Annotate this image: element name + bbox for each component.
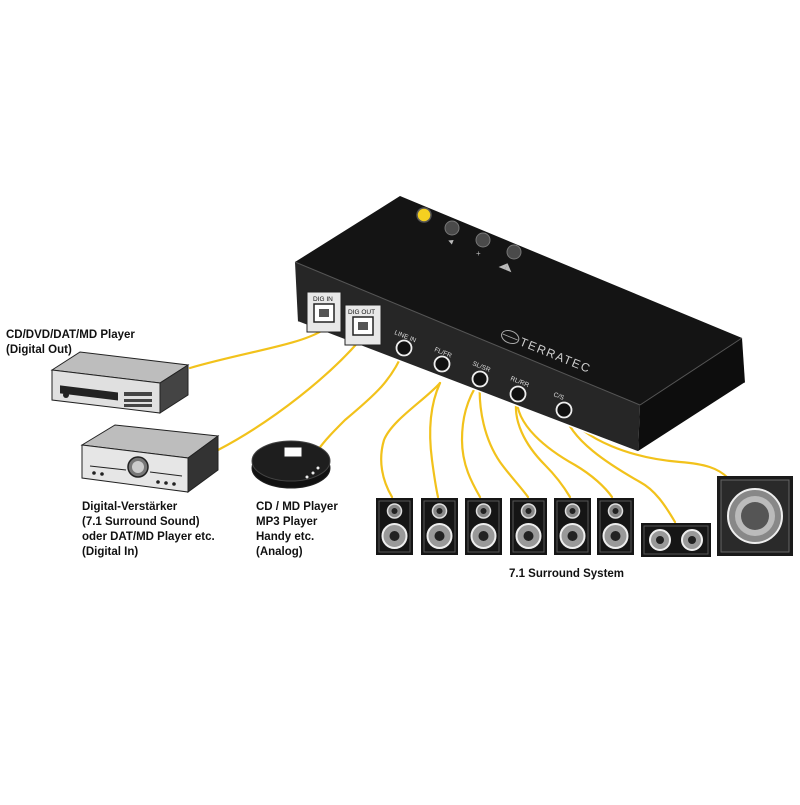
subwoofer [717, 476, 793, 556]
speaker-1 [376, 498, 413, 555]
cd-player-label-line-2: (Digital Out) [6, 344, 72, 356]
cable-sl-2 [478, 378, 530, 499]
speaker-3 [465, 498, 502, 555]
cable-fl-2 [428, 381, 442, 499]
dig-out-port: DIG OUT [344, 304, 382, 346]
amplifier-label-line-3: oder DAT/MD Player etc. [82, 531, 215, 543]
cable-rl-2 [515, 395, 614, 499]
portable-player-illustration [251, 440, 331, 489]
cable-rl-1 [514, 395, 572, 499]
top-button-1 [444, 220, 460, 236]
dig-in-port: DIG IN [306, 291, 342, 333]
portable-label-line-4: (Analog) [256, 546, 303, 558]
speakers [376, 476, 793, 557]
rl-rr-jack: RL/RR [509, 375, 530, 403]
power-led [416, 207, 432, 223]
svg-text:◢◣: ◢◣ [498, 259, 515, 273]
cable-line-in-to-portable [316, 348, 406, 452]
portable-label-line-3: Handy etc. [256, 531, 315, 543]
speaker-5 [554, 498, 591, 555]
center-speaker [641, 523, 711, 557]
c-s-label: C/S [552, 391, 565, 402]
cd-player-illustration [50, 351, 190, 414]
amplifier-label-line-1: Digital-Verstärker [82, 501, 178, 513]
cable-dig-out-to-amplifier [216, 338, 362, 452]
speaker-4 [510, 498, 547, 555]
amplifier-illustration [80, 424, 220, 493]
dig-out-label: DIG OUT [348, 309, 375, 316]
c-s-jack: C/S [552, 391, 573, 419]
cable-dig-in-to-cd-player [188, 328, 325, 370]
portable-label-line-2: MP3 Player [256, 516, 318, 528]
top-button-2 [475, 232, 491, 248]
cable-fl-1 [380, 381, 442, 499]
cable-cs-1 [562, 410, 677, 524]
top-button-3 [506, 244, 522, 260]
surround-system-label: 7.1 Surround System [509, 568, 625, 580]
portable-label-line-1: CD / MD Player [256, 501, 338, 513]
svg-text:◄: ◄ [445, 236, 456, 247]
speaker-2 [421, 498, 458, 555]
cable-sl-1 [460, 378, 482, 499]
amplifier-label-line-4: (Digital In) [82, 546, 139, 558]
portable-label: CD / MD Player MP3 Player Handy etc. (An… [256, 500, 338, 560]
dig-in-label: DIG IN [313, 296, 333, 303]
svg-text:+: + [476, 249, 481, 258]
amplifier-label: Digital-Verstärker (7.1 Surround Sound) … [82, 500, 215, 560]
sound-card-device: ◄ + ◢◣ TERRATEC DIG IN DIG OUT LINE IN [294, 196, 746, 453]
cd-player-label: CD/DVD/DAT/MD Player (Digital Out) [6, 328, 135, 358]
amplifier-label-line-2: (7.1 Surround Sound) [82, 516, 200, 528]
speaker-6 [597, 498, 634, 555]
cd-player-label-line-1: CD/DVD/DAT/MD Player [6, 329, 135, 341]
